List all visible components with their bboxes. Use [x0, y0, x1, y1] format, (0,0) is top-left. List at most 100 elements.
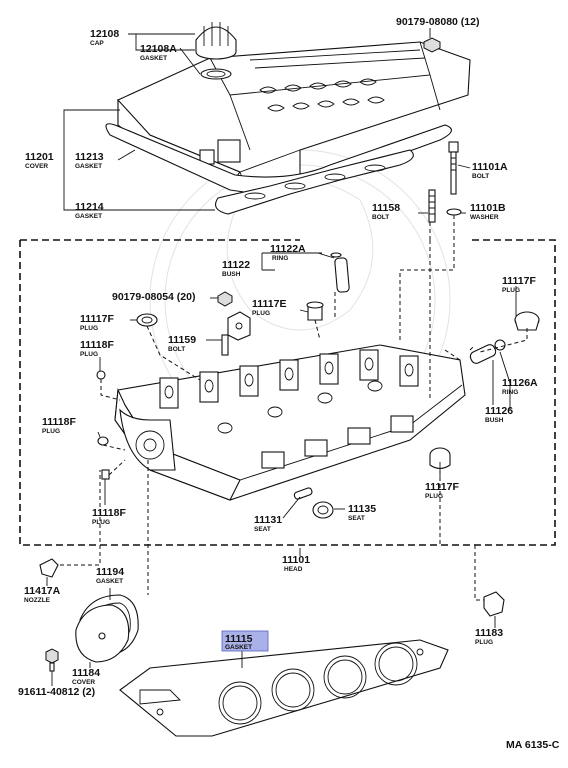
svg-text:PLUG: PLUG — [475, 639, 493, 646]
plug-11117e[interactable] — [306, 301, 324, 321]
svg-text:90179-08080 (12): 90179-08080 (12) — [396, 16, 479, 28]
spark-plug-gasket-holes — [244, 164, 386, 200]
callout-11213: 11213 GASKET — [75, 151, 104, 170]
callout-11214: 11214 GASKET — [75, 201, 104, 220]
head-dashed-boundary — [19, 239, 556, 546]
svg-text:11126: 11126 — [485, 405, 513, 417]
callout-11194: 11194 GASKET — [96, 566, 124, 585]
svg-text:11213: 11213 — [75, 151, 104, 163]
diagram-code: MA 6135-C — [506, 739, 560, 751]
cover-nut[interactable] — [423, 37, 441, 53]
svg-text:BOLT: BOLT — [372, 214, 389, 221]
svg-text:WASHER: WASHER — [470, 214, 499, 221]
svg-text:GASKET: GASKET — [75, 163, 102, 170]
svg-text:BUSH: BUSH — [485, 417, 504, 424]
svg-text:CAP: CAP — [90, 40, 104, 47]
callout-11126: 11126 BUSH — [485, 405, 513, 424]
callout-11135: 11135 SEAT — [348, 503, 376, 522]
head-bolt[interactable] — [448, 141, 459, 195]
svg-text:PLUG: PLUG — [80, 351, 98, 358]
svg-text:11126A: 11126A — [502, 377, 538, 389]
plug-cup-right[interactable] — [514, 311, 540, 331]
svg-text:90179-08054 (20): 90179-08054 (20) — [112, 291, 195, 303]
callout-11101b: 11101B WASHER — [470, 202, 506, 221]
svg-text:PLUG: PLUG — [425, 493, 443, 500]
svg-text:GASKET: GASKET — [96, 578, 123, 585]
callout-12108a: 12108A GASKET — [140, 43, 177, 62]
bush-11126[interactable] — [469, 339, 506, 365]
svg-text:11158: 11158 — [372, 202, 400, 214]
assembly-lines — [60, 215, 528, 601]
spark-plug-gasket[interactable] — [215, 149, 414, 215]
callout-11118f-top: 11118F PLUG — [80, 339, 114, 358]
callout-11183: 11183 PLUG — [475, 627, 503, 646]
camshaft-bush[interactable] — [334, 257, 350, 293]
svg-text:11101A: 11101A — [472, 161, 508, 173]
svg-text:PLUG: PLUG — [92, 519, 110, 526]
callout-11158: 11158 BOLT — [372, 202, 400, 221]
svg-text:11184: 11184 — [72, 667, 100, 679]
callout-90179-08080: 90179-08080 (12) — [396, 16, 479, 28]
callout-11122: 11122 BUSH — [222, 259, 250, 278]
bush-ring[interactable] — [330, 252, 342, 258]
svg-text:11115: 11115 — [225, 633, 253, 645]
plug-small-mid[interactable] — [97, 436, 109, 446]
cap-gasket[interactable] — [200, 68, 232, 80]
callout-11117f-left: 11117F PLUG — [80, 313, 114, 332]
svg-text:11118F: 11118F — [92, 507, 126, 519]
cover-bolt[interactable] — [45, 648, 59, 672]
svg-text:11159: 11159 — [168, 334, 196, 346]
svg-text:GASKET: GASKET — [140, 55, 167, 62]
oil-filler-cap[interactable] — [195, 22, 237, 60]
callout-11184: 11184 COVER — [72, 667, 100, 686]
svg-text:GASKET: GASKET — [75, 213, 102, 220]
svg-text:11122A: 11122A — [270, 243, 306, 255]
svg-text:11131: 11131 — [254, 514, 282, 526]
svg-text:COVER: COVER — [25, 163, 48, 170]
svg-text:11214: 11214 — [75, 201, 104, 213]
svg-text:11201: 11201 — [25, 151, 54, 163]
svg-text:PLUG: PLUG — [80, 325, 98, 332]
svg-text:11117E: 11117E — [252, 298, 286, 310]
callout-11115-highlighted[interactable]: 11115 GASKET — [221, 630, 269, 652]
cylinder-head[interactable] — [114, 344, 466, 501]
svg-text:PLUG: PLUG — [502, 287, 520, 294]
plug-small-low[interactable] — [101, 469, 110, 480]
callout-11417a: 11417A NOZZLE — [24, 585, 61, 604]
svg-text:11117F: 11117F — [425, 481, 459, 493]
valve-seat-11135[interactable] — [312, 501, 334, 519]
svg-text:PLUG: PLUG — [252, 310, 270, 317]
callout-11131: 11131 SEAT — [254, 514, 282, 533]
valve-seat-11131[interactable] — [293, 487, 313, 500]
svg-text:11117F: 11117F — [502, 275, 536, 287]
plug-11183[interactable] — [483, 591, 505, 617]
plug-cup-left[interactable] — [136, 313, 158, 327]
bracket-plate[interactable] — [227, 311, 251, 341]
svg-text:RING: RING — [272, 255, 288, 262]
svg-text:PLUG: PLUG — [42, 428, 60, 435]
end-cover[interactable] — [75, 604, 130, 663]
svg-text:11101B: 11101B — [470, 202, 506, 214]
svg-text:11118F: 11118F — [42, 416, 76, 428]
head-gasket[interactable] — [119, 639, 449, 737]
bolt-11159[interactable] — [221, 334, 229, 356]
svg-text:HEAD: HEAD — [284, 566, 303, 573]
svg-text:12108: 12108 — [90, 28, 119, 40]
svg-text:11101: 11101 — [282, 554, 310, 566]
svg-text:11183: 11183 — [475, 627, 503, 639]
svg-text:SEAT: SEAT — [348, 515, 365, 522]
nozzle[interactable] — [39, 558, 59, 578]
svg-text:91611-40812 (2): 91611-40812 (2) — [18, 686, 95, 698]
stud-bolt[interactable] — [428, 189, 436, 223]
svg-text:11135: 11135 — [348, 503, 376, 515]
plug-small-top[interactable] — [96, 370, 106, 380]
callout-11159: 11159 BOLT — [168, 334, 196, 353]
callout-91611-40812: 91611-40812 (2) — [18, 686, 95, 698]
bolt-washer[interactable] — [446, 208, 462, 216]
nut-small[interactable] — [217, 291, 233, 307]
svg-text:GASKET: GASKET — [225, 644, 252, 651]
svg-text:12108A: 12108A — [140, 43, 177, 55]
callout-11101: 11101 HEAD — [282, 554, 310, 573]
valve-cover[interactable] — [117, 41, 471, 186]
